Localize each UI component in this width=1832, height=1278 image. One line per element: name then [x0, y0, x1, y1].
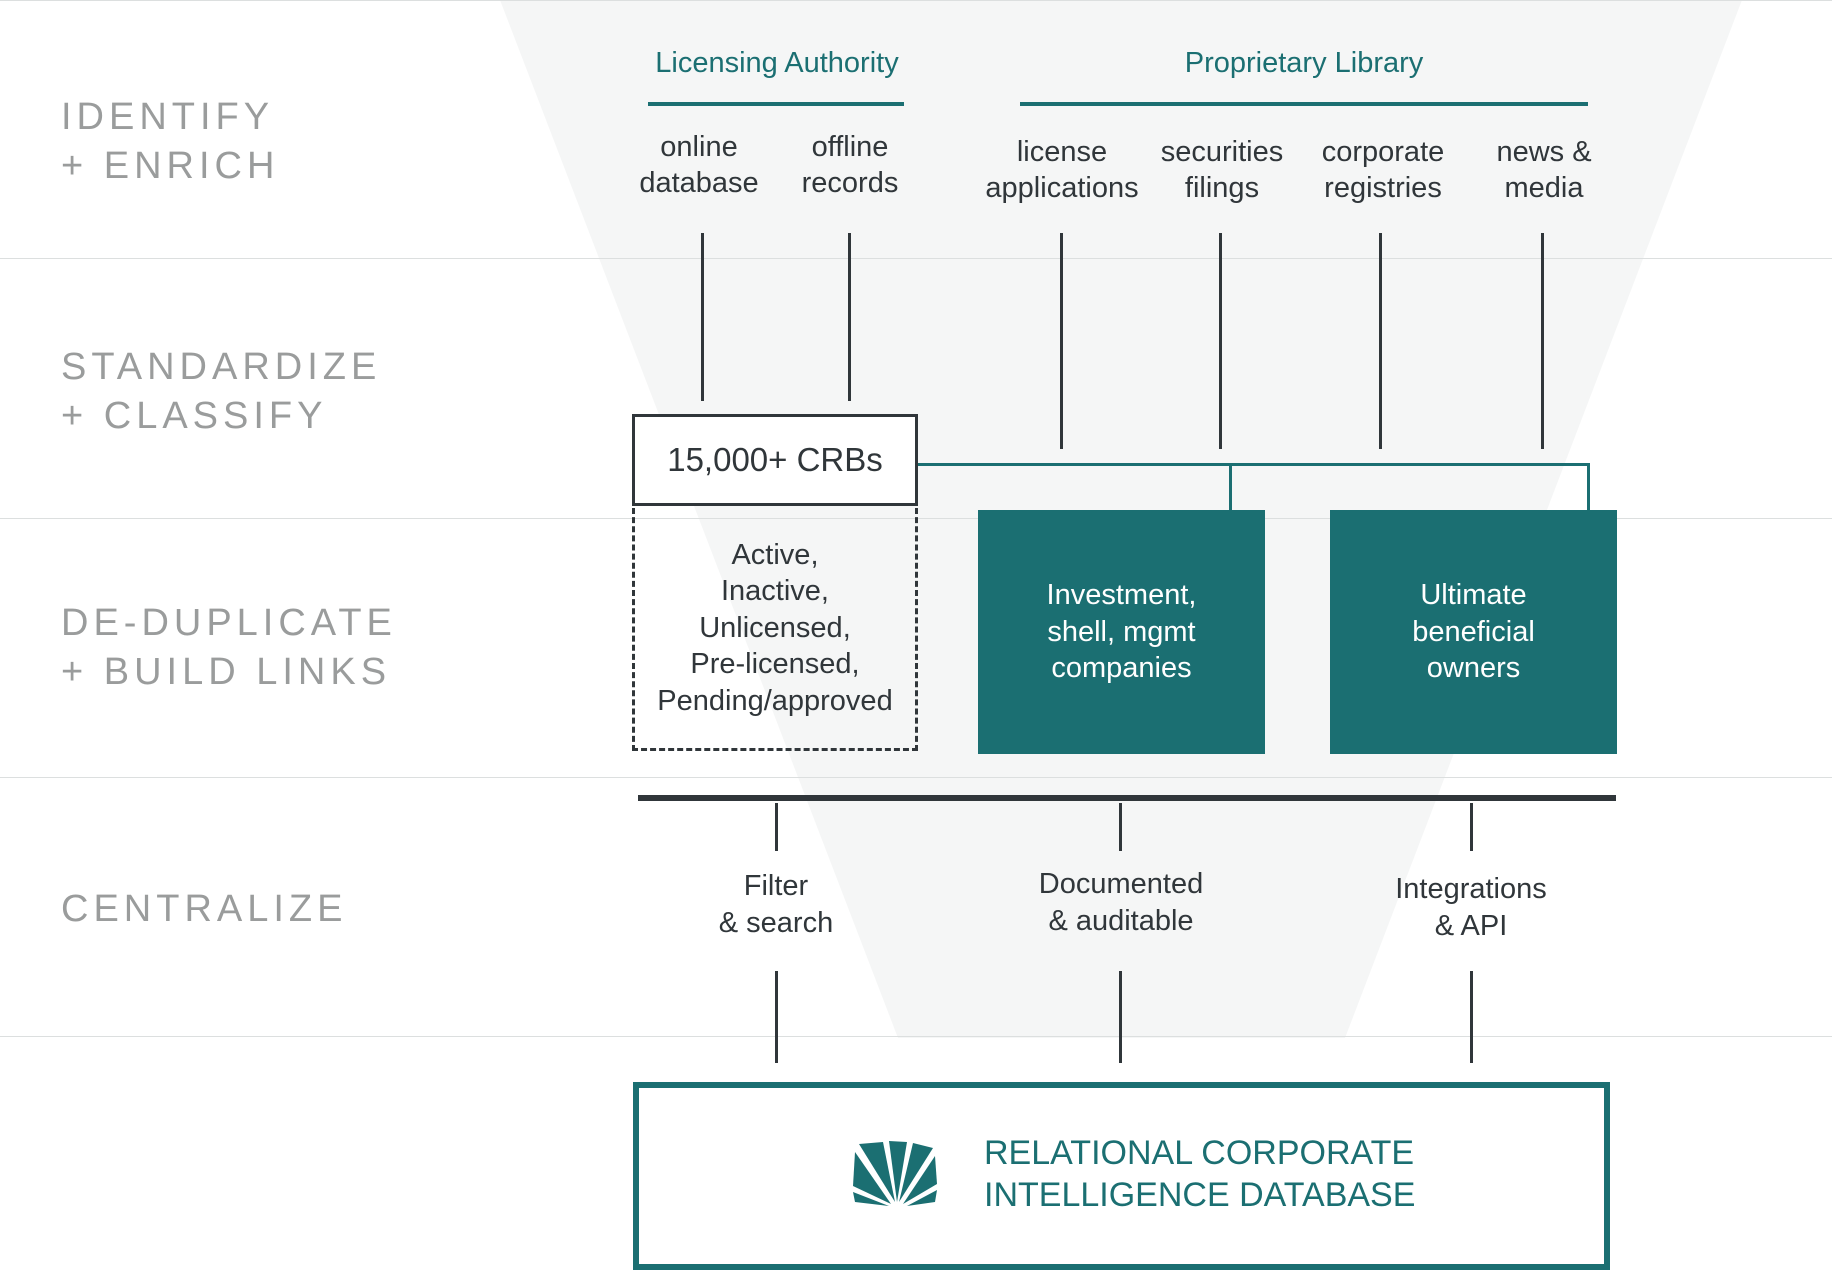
group-title-proprietary-library: Proprietary Library — [1184, 47, 1424, 79]
row-divider — [0, 1036, 1832, 1037]
connector-news-media — [1541, 233, 1544, 449]
relational-database-box: RELATIONAL CORPORATE INTELLIGENCE DATABA… — [633, 1082, 1610, 1270]
connector-corporate-registries — [1379, 233, 1382, 449]
stage-label-dedupe: DE-DUPLICATE + BUILD LINKS — [61, 602, 397, 693]
crb-status-list: Active, Inactive, Unlicensed, Pre-licens… — [632, 508, 918, 751]
connector-filter-top — [775, 803, 778, 851]
group-rule-licensing — [648, 102, 904, 106]
connector-documented-bottom — [1119, 971, 1122, 1063]
crb-count-box: 15,000+ CRBs — [632, 414, 918, 506]
database-title: RELATIONAL CORPORATE INTELLIGENCE DATABA… — [984, 1134, 1416, 1214]
connector-integrations-top — [1470, 803, 1473, 851]
stage-label-standardize: STANDARDIZE + CLASSIFY — [61, 346, 382, 437]
stage-label-centralize: CENTRALIZE — [61, 888, 348, 930]
source-news-media: news & media — [1496, 136, 1592, 204]
connector-documented-top — [1119, 803, 1122, 851]
connector-offline-records — [848, 233, 851, 401]
investment-shell-mgmt-box: Investment, shell, mgmt companies — [978, 510, 1265, 754]
source-securities-filings: securities filings — [1160, 136, 1284, 204]
group-rule-proprietary — [1020, 102, 1588, 106]
row-divider — [0, 258, 1832, 259]
feature-filter-search: Filter & search — [718, 870, 834, 939]
group-title-licensing-authority: Licensing Authority — [655, 47, 899, 79]
connector-online-database — [701, 233, 704, 401]
link-line-horizontal — [918, 463, 1590, 466]
centralize-bus-line — [638, 795, 1616, 801]
row-divider — [0, 777, 1832, 778]
feature-integrations-api: Integrations & API — [1395, 873, 1547, 942]
source-license-applications: license applications — [985, 136, 1139, 204]
sunburst-logo-icon — [853, 1141, 937, 1206]
source-online-database: online database — [639, 131, 759, 199]
link-line-to-investment — [1229, 463, 1232, 511]
source-corporate-registries: corporate registries — [1321, 136, 1445, 204]
link-line-to-owners — [1587, 463, 1590, 511]
source-offline-records: offline records — [801, 131, 899, 199]
ultimate-beneficial-owners-box: Ultimate beneficial owners — [1330, 510, 1617, 754]
stage-label-identify: IDENTIFY + ENRICH — [61, 96, 280, 187]
feature-documented-auditable: Documented & auditable — [1038, 868, 1204, 937]
row-divider — [0, 0, 1832, 1]
connector-license-applications — [1060, 233, 1063, 449]
connector-securities-filings — [1219, 233, 1222, 449]
connector-integrations-bottom — [1470, 971, 1473, 1063]
connector-filter-bottom — [775, 971, 778, 1063]
